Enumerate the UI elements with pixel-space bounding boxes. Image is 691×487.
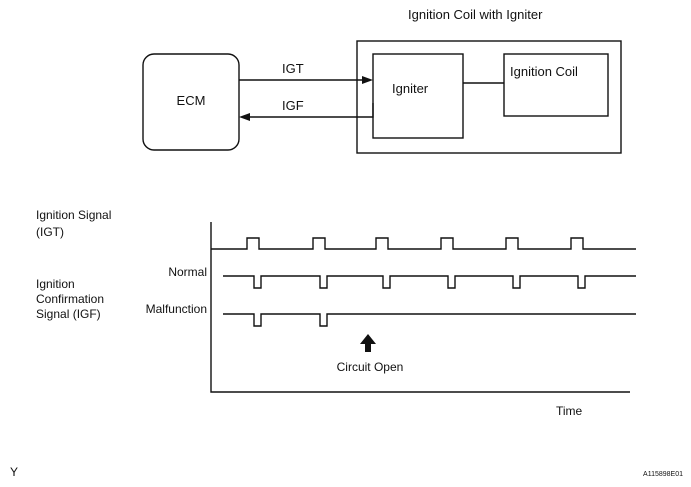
igf-signal-label-2: Confirmation: [36, 292, 104, 306]
igf-normal-waveform: [223, 275, 636, 289]
igt-signal-label-1: Ignition Signal: [36, 208, 111, 222]
igf-signal-label-1: Ignition: [36, 277, 75, 291]
ignition-coil-assembly-title: Ignition Coil with Igniter: [408, 7, 543, 22]
igf-malfunction-waveform: [223, 313, 636, 327]
footer-left-code: Y: [10, 465, 18, 479]
igf-arrowhead: [239, 113, 250, 121]
circuit-open-arrow-icon: [360, 334, 376, 352]
circuit-open-label: Circuit Open: [337, 360, 404, 374]
footer-right-code: A115898E01: [643, 471, 683, 478]
igniter-label: Igniter: [392, 81, 429, 96]
igt-waveform: [211, 237, 636, 250]
malfunction-label: Malfunction: [146, 302, 207, 316]
igf-line: [248, 103, 374, 118]
normal-label: Normal: [168, 265, 207, 279]
igf-signal-label-3: Signal (IGF): [36, 307, 101, 321]
ecm-box: [142, 53, 240, 151]
ecm-label: ECM: [177, 93, 206, 108]
ignition-coil-box: [503, 53, 609, 117]
time-axis: [210, 222, 630, 393]
time-axis-label: Time: [556, 404, 583, 418]
igt-line-label: IGT: [282, 61, 304, 76]
igf-line-label: IGF: [282, 98, 304, 113]
ignition-coil-label: Ignition Coil: [510, 64, 578, 79]
igt-arrowhead: [362, 76, 373, 84]
igniter-box: [372, 53, 464, 139]
igt-signal-label-2: (IGT): [36, 225, 64, 239]
